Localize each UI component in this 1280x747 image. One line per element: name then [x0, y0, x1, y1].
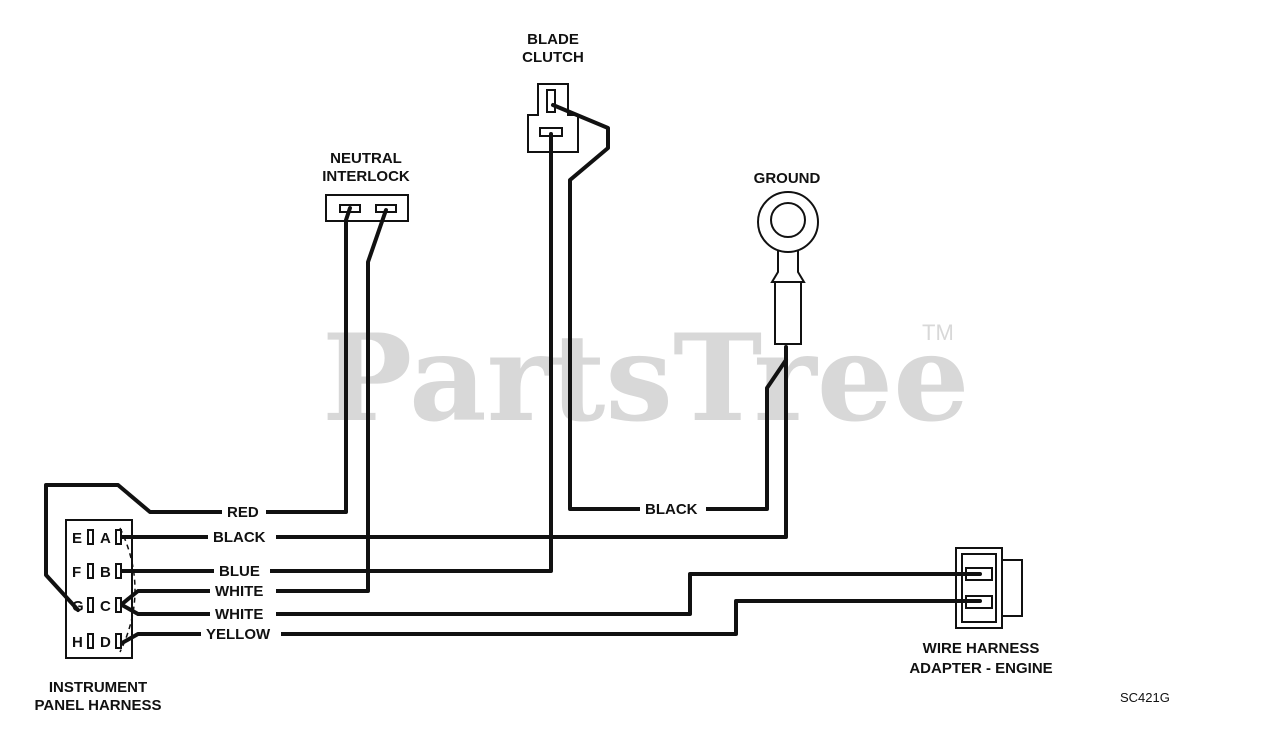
red-label-bg	[222, 503, 266, 521]
instrument-panel-label-line2: PANEL HARNESS	[35, 697, 162, 714]
red-wire	[44, 206, 352, 612]
red-label: RED	[227, 504, 259, 521]
pin-b-label: B	[100, 564, 111, 581]
blue-label-bg	[214, 562, 270, 580]
neutral-interlock-connector	[325, 194, 409, 222]
yellow-label-bg	[201, 625, 281, 643]
blade-clutch-label-line1: BLADE	[527, 31, 579, 48]
instrument-panel-label-line1: INSTRUMENT	[49, 679, 147, 696]
black-wire-ground	[551, 103, 788, 511]
black-wire-a	[120, 345, 788, 539]
pin-g-label: G	[72, 598, 84, 615]
neutral-interlock-label-line2: INTERLOCK	[322, 168, 410, 185]
pin-c-label: C	[100, 598, 111, 615]
instrument-panel-connector	[65, 519, 136, 659]
white-2-label-bg	[210, 605, 276, 623]
black-ground-label-bg	[640, 500, 706, 518]
yellow-label: YELLOW	[206, 626, 271, 643]
wire-harness-adapter-connector	[955, 547, 1023, 629]
pin-a-label: A	[100, 530, 111, 547]
pin-d-label: D	[100, 634, 111, 651]
drawing-code: SC421G	[1120, 690, 1170, 705]
neutral-interlock-label-line1: NEUTRAL	[330, 150, 402, 167]
blade-clutch-connector	[527, 83, 579, 153]
white-2-label: WHITE	[215, 606, 263, 623]
black-a-label: BLACK	[213, 529, 266, 546]
pin-e-label: E	[72, 530, 82, 547]
blue-label: BLUE	[219, 563, 260, 580]
blade-clutch-label-line2: CLUTCH	[522, 49, 584, 66]
pin-h-label: H	[72, 634, 83, 651]
ground-terminal	[757, 191, 819, 345]
watermark-tm: TM	[922, 320, 954, 345]
black-a-label-bg	[208, 528, 276, 546]
white-1-label-bg	[210, 582, 276, 600]
pin-f-label: F	[72, 564, 81, 581]
white-1-label: WHITE	[215, 583, 263, 600]
wire-harness-label-line1: WIRE HARNESS	[923, 640, 1040, 657]
black-ground-label: BLACK	[645, 501, 698, 518]
watermark-text: PartsTree	[322, 308, 969, 449]
ground-label: GROUND	[754, 170, 821, 187]
wire-harness-label-line2: ADAPTER - ENGINE	[909, 660, 1052, 677]
